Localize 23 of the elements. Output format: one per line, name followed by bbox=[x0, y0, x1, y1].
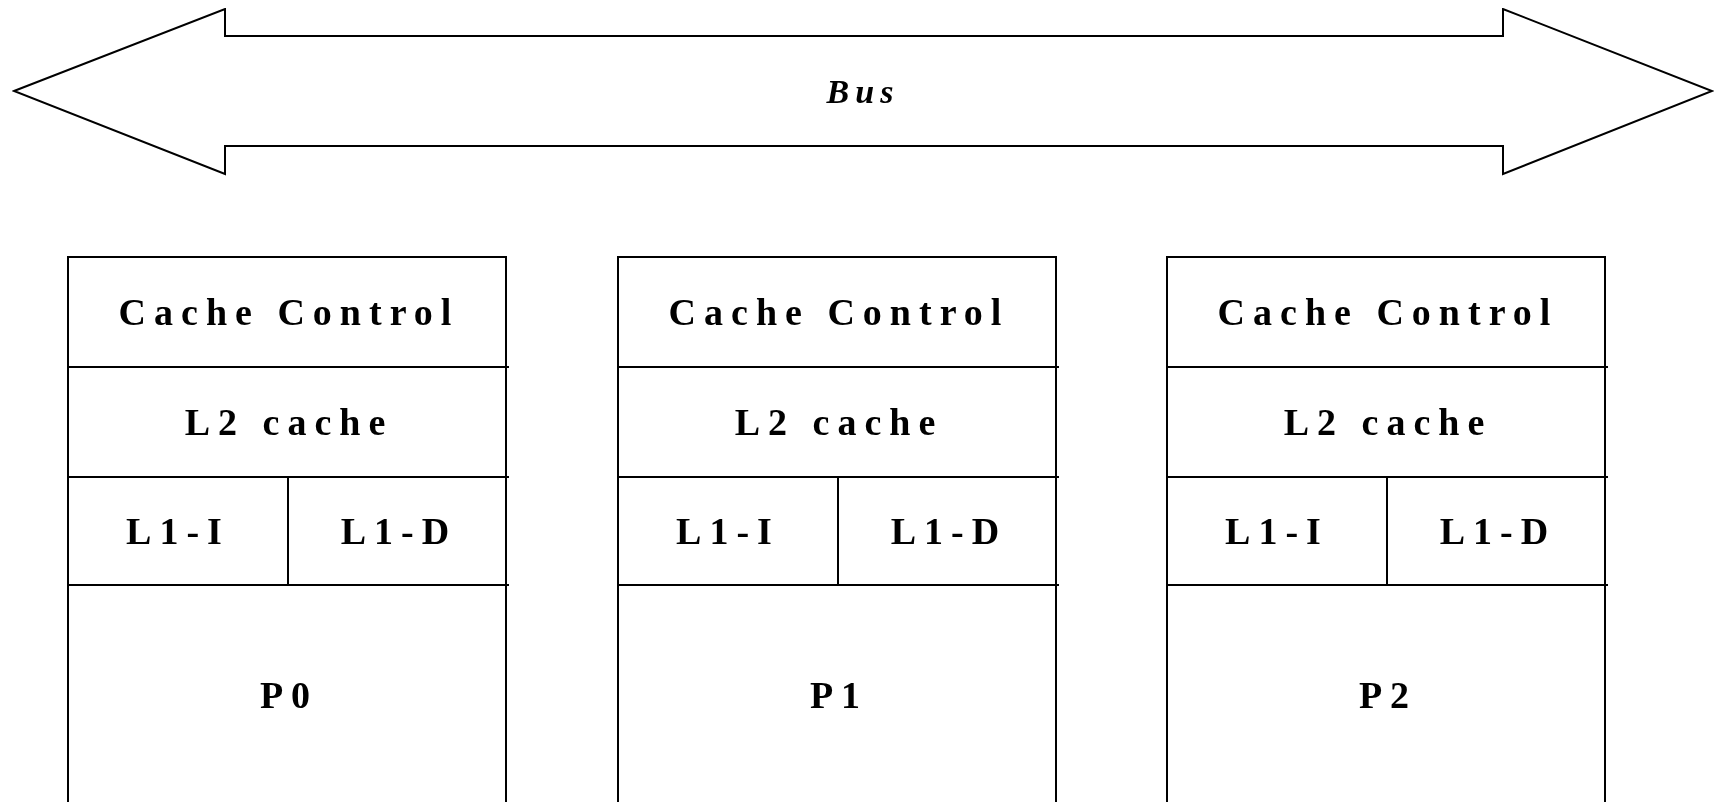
cell-label: Cache Control bbox=[668, 290, 1010, 334]
cell-label: L1-D bbox=[890, 509, 1008, 553]
cache-cell bbox=[619, 478, 839, 586]
cache-cell bbox=[69, 478, 289, 586]
bus-double-arrow bbox=[12, 8, 1714, 176]
cell-label: L1-D bbox=[1439, 509, 1557, 553]
cell-label: P2 bbox=[1358, 673, 1418, 717]
cell-label: L1-D bbox=[340, 509, 458, 553]
cell-label: L1-I bbox=[126, 509, 230, 553]
cell-label: P1 bbox=[809, 673, 869, 717]
cell-label: L1-I bbox=[1225, 509, 1329, 553]
processor-block bbox=[67, 256, 507, 802]
processor-block bbox=[1166, 256, 1606, 802]
cell-label: P0 bbox=[259, 673, 319, 717]
cell-label: L2 cache bbox=[734, 400, 944, 444]
bus-label: Bus bbox=[826, 73, 900, 111]
cell-label: L1-I bbox=[676, 509, 780, 553]
cell-label: Cache Control bbox=[1217, 290, 1559, 334]
cell-label: Cache Control bbox=[118, 290, 460, 334]
cell-label: L2 cache bbox=[184, 400, 394, 444]
processor-block bbox=[617, 256, 1057, 802]
cache-cell bbox=[1168, 478, 1388, 586]
cell-label: L2 cache bbox=[1283, 400, 1493, 444]
